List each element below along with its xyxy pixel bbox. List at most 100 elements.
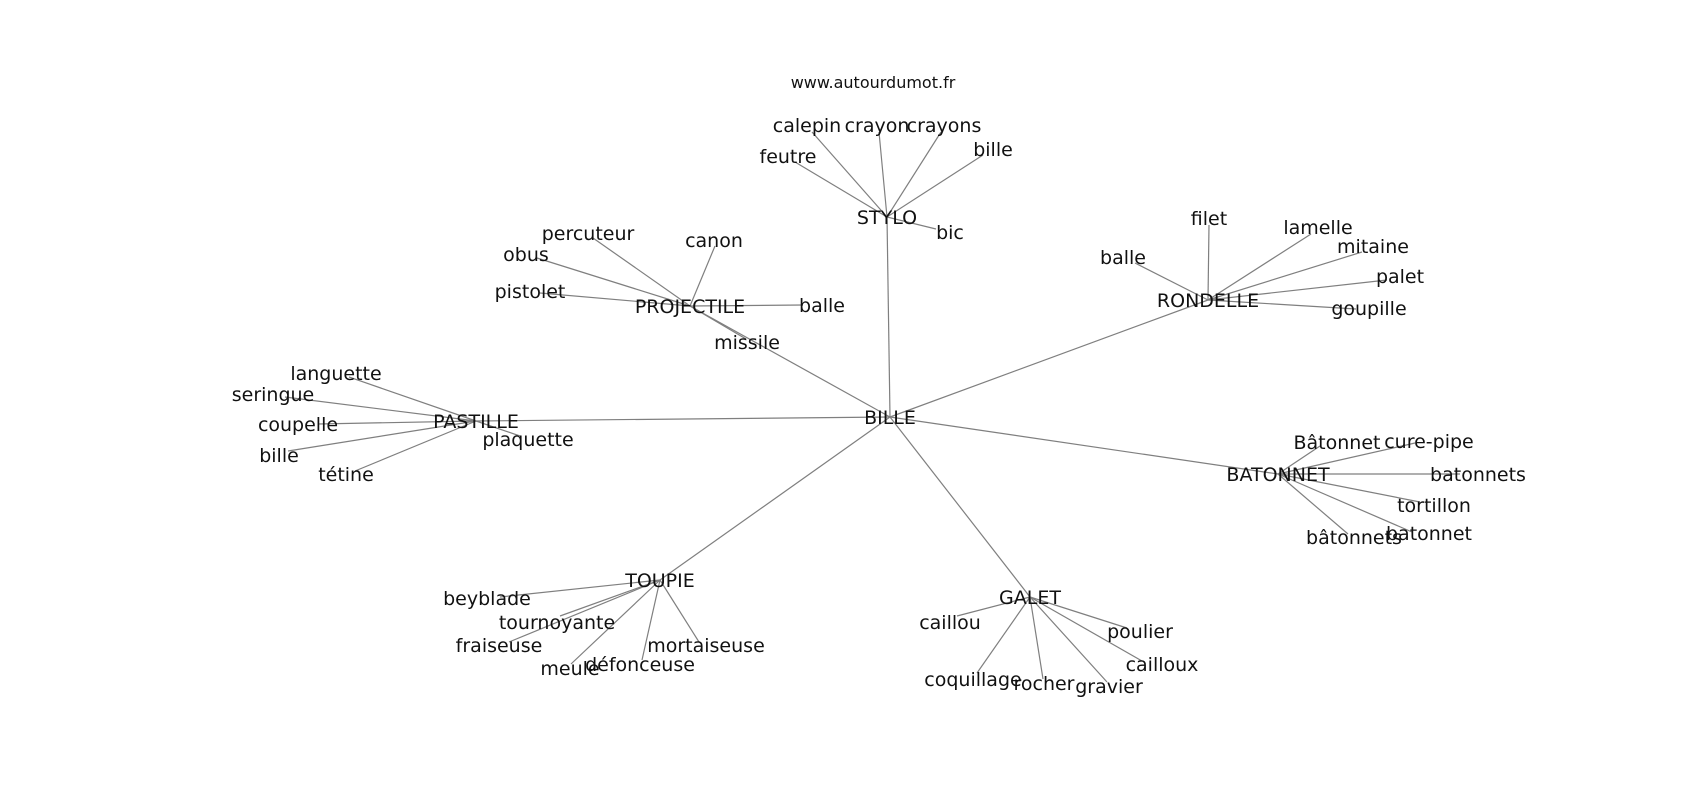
edge-batonnet-batonnets: [1277, 473, 1349, 535]
hub-node-batonnet[interactable]: BATONNET: [1226, 464, 1330, 486]
edge-center-galet: [889, 416, 1031, 598]
word-node-rondelle-palet[interactable]: palet: [1376, 266, 1424, 288]
word-node-pastille-coupelle[interactable]: coupelle: [258, 414, 338, 436]
edge-batonnet-batonnet: [1277, 445, 1321, 475]
edge-toupie-tournoyante: [559, 579, 661, 617]
hub-node-rondelle[interactable]: RONDELLE: [1157, 290, 1259, 312]
edge-projectile-percuteur: [592, 237, 691, 307]
edge-pastille-plaquette: [475, 420, 521, 437]
site-credit: www.autourdumot.fr: [791, 73, 956, 92]
edge-stylo-calepin: [811, 131, 888, 218]
edge-stylo-crayon: [878, 131, 888, 218]
edge-pastille-languette: [348, 376, 477, 422]
word-node-batonnet-batonnets[interactable]: batonnets: [1430, 464, 1526, 486]
word-node-projectile-pistolet[interactable]: pistolet: [495, 281, 566, 303]
edge-center-projectile: [689, 305, 891, 418]
edge-projectile-missile: [689, 305, 747, 340]
edge-batonnet-batonnet: [1277, 473, 1413, 533]
edge-pastille-bille: [287, 420, 477, 452]
word-node-toupie-meule[interactable]: meule: [540, 658, 599, 680]
word-node-projectile-balle[interactable]: balle: [799, 295, 845, 317]
word-node-projectile-obus[interactable]: obus: [503, 244, 549, 266]
word-node-toupie-beyblade[interactable]: beyblade: [443, 588, 531, 610]
edge-rondelle-filet: [1207, 224, 1210, 301]
word-node-pastille-languette[interactable]: languette: [290, 363, 381, 385]
center-node-label[interactable]: BILLE: [864, 407, 916, 429]
hub-node-projectile[interactable]: PROJECTILE: [635, 296, 745, 318]
word-node-projectile-percuteur[interactable]: percuteur: [542, 223, 635, 245]
edge-toupie-mortaiseuse: [659, 579, 700, 643]
word-node-galet-gravier[interactable]: gravier: [1075, 676, 1143, 698]
edge-galet-coquillage: [976, 596, 1031, 674]
word-node-rondelle-mitaine[interactable]: mitaine: [1337, 236, 1409, 258]
hub-node-pastille[interactable]: PASTILLE: [433, 411, 519, 433]
edge-galet-rocher: [1029, 596, 1044, 680]
hub-node-galet[interactable]: GALET: [999, 587, 1061, 609]
word-node-stylo-bille[interactable]: bille: [973, 139, 1013, 161]
edge-galet-caillou: [956, 596, 1031, 617]
edge-projectile-obus: [536, 257, 691, 307]
word-node-pastille-plaquette[interactable]: plaquette: [482, 429, 573, 451]
edge-galet-gravier: [1029, 596, 1108, 683]
edge-center-batonnet: [889, 416, 1279, 475]
edge-pastille-tetine: [354, 420, 477, 472]
word-node-projectile-missile[interactable]: missile: [714, 332, 780, 354]
edge-rondelle-palet: [1207, 279, 1388, 301]
edge-projectile-canon: [689, 245, 716, 307]
word-node-toupie-mortaiseuse[interactable]: mortaiseuse: [647, 635, 765, 657]
word-node-galet-rocher[interactable]: rocher: [1013, 673, 1074, 695]
edge-stylo-bic: [886, 216, 937, 230]
word-node-galet-poulier[interactable]: poulier: [1107, 621, 1173, 643]
edge-stylo-crayons: [886, 131, 942, 218]
word-node-toupie-tournoyante[interactable]: tournoyante: [499, 612, 615, 634]
word-node-batonnet-batonnet[interactable]: batonnet: [1386, 523, 1472, 545]
word-node-galet-coquillage[interactable]: coquillage: [924, 669, 1021, 691]
edge-center-pastille: [475, 416, 891, 422]
word-node-stylo-feutre[interactable]: feutre: [760, 146, 817, 168]
word-node-projectile-canon[interactable]: canon: [685, 230, 743, 252]
word-node-batonnet-batonnet[interactable]: Bâtonnet: [1294, 432, 1381, 454]
edge-stylo-feutre: [794, 161, 888, 218]
edge-projectile-pistolet: [539, 292, 691, 307]
word-node-stylo-crayon[interactable]: crayon: [845, 115, 910, 137]
hub-node-stylo[interactable]: STYLO: [857, 207, 917, 229]
edge-rondelle-mitaine: [1207, 251, 1363, 301]
edge-projectile-balle: [689, 304, 804, 307]
edge-toupie-meule: [570, 579, 661, 665]
edge-toupie-defonceuse: [641, 579, 661, 661]
word-node-toupie-fraiseuse[interactable]: fraiseuse: [456, 635, 543, 657]
word-node-batonnet-tortillon[interactable]: tortillon: [1397, 495, 1471, 517]
edge-galet-poulier: [1029, 596, 1128, 629]
word-node-stylo-bic[interactable]: bic: [936, 222, 964, 244]
edge-pastille-coupelle: [317, 420, 477, 425]
edge-toupie-fraiseuse: [508, 579, 661, 643]
hub-node-toupie[interactable]: TOUPIE: [624, 570, 695, 592]
word-node-stylo-crayons[interactable]: crayons: [907, 115, 982, 137]
edge-galet-cailloux: [1029, 596, 1143, 662]
word-node-pastille-tetine[interactable]: tétine: [318, 464, 374, 486]
edge-toupie-beyblade: [499, 579, 661, 598]
word-node-rondelle-goupille[interactable]: goupille: [1331, 298, 1406, 320]
word-node-pastille-bille[interactable]: bille: [259, 445, 299, 467]
edge-rondelle-lamelle: [1207, 233, 1312, 301]
word-node-pastille-seringue[interactable]: seringue: [232, 384, 315, 406]
edge-batonnet-cure-pipe: [1277, 442, 1416, 475]
edge-rondelle-balle: [1134, 262, 1209, 301]
edge-batonnet-tortillon: [1277, 473, 1421, 503]
edge-center-toupie: [659, 416, 891, 581]
word-node-galet-caillou[interactable]: caillou: [919, 612, 981, 634]
edge-rondelle-goupille: [1207, 299, 1357, 310]
word-node-batonnet-cure-pipe[interactable]: cure-pipe: [1384, 431, 1474, 453]
word-node-toupie-defonceuse[interactable]: défonceuse: [585, 654, 695, 676]
word-node-rondelle-filet[interactable]: filet: [1191, 208, 1227, 230]
word-node-batonnet-batonnets[interactable]: bâtonnets: [1306, 527, 1402, 549]
edge-center-stylo: [886, 216, 891, 418]
word-node-rondelle-lamelle[interactable]: lamelle: [1283, 217, 1352, 239]
word-node-stylo-calepin[interactable]: calepin: [773, 115, 841, 137]
edges-layer: [284, 131, 1460, 683]
word-node-galet-cailloux[interactable]: cailloux: [1126, 654, 1199, 676]
word-node-rondelle-balle[interactable]: balle: [1100, 247, 1146, 269]
edge-pastille-seringue: [284, 396, 477, 422]
